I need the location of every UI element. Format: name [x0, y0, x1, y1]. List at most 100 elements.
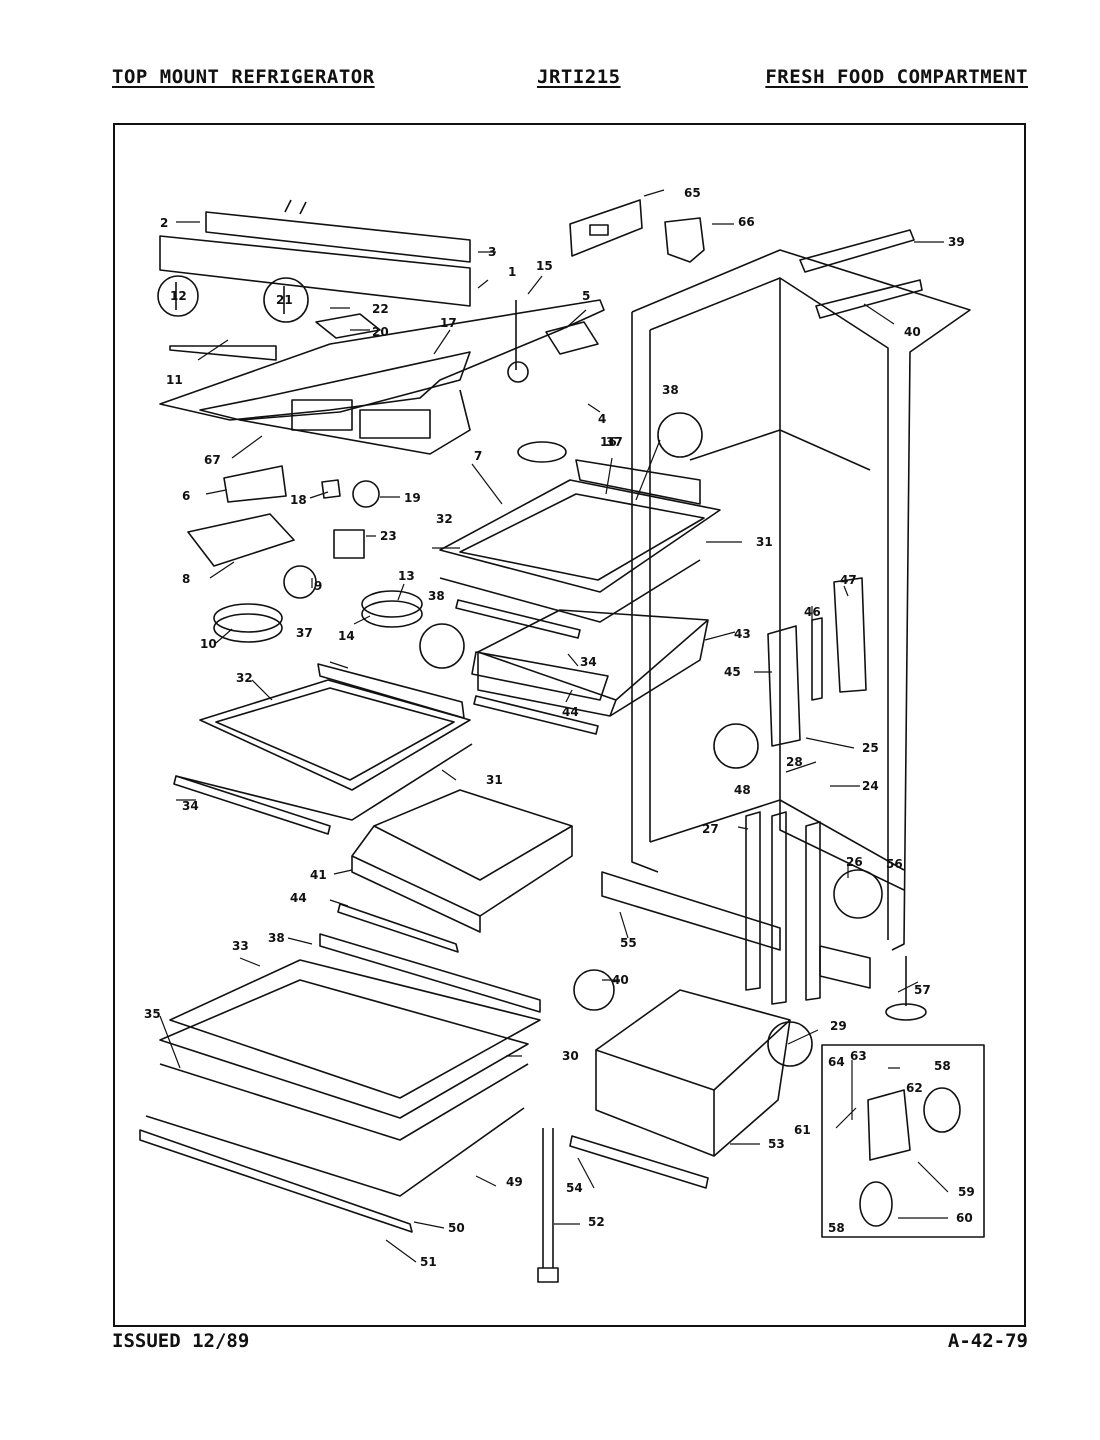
callout-label: 35 [144, 1007, 161, 1021]
callout-label: 14 [338, 629, 355, 643]
callout-label: 47 [840, 573, 857, 587]
callout-label: 56 [886, 857, 903, 871]
callout-label: 16 [600, 435, 617, 449]
callout-label: 54 [566, 1181, 583, 1195]
callout-label: 40 [612, 973, 629, 987]
callout-label: 40 [904, 325, 921, 339]
callout-label: 39 [948, 235, 965, 249]
header-section-title: FRESH FOOD COMPARTMENT [765, 66, 1028, 88]
callout-labels: 1 2 3 4 5 6 7 8 9 10 11 12 13 14 15 16 1… [144, 186, 975, 1269]
callout-label: 34 [182, 799, 199, 813]
callout-label: 52 [588, 1215, 605, 1229]
footer-issue-date: ISSUED 12/89 [112, 1330, 250, 1352]
callout-label: 44 [290, 891, 307, 905]
callout-label: 51 [420, 1255, 437, 1269]
crisper-drawer [569, 989, 791, 1189]
callout-label: 23 [380, 529, 397, 543]
callout-label: 25 [862, 741, 879, 755]
light-switch [664, 217, 705, 263]
callout-label: 1 [508, 265, 516, 279]
callout-label: 4 [598, 412, 606, 426]
ceiling-control-housing [159, 299, 605, 455]
crisper-cover-assembly [139, 933, 541, 1233]
callout-label: 38 [662, 383, 679, 397]
callout-label: 44 [562, 705, 579, 719]
detail-callout-circles-right [419, 412, 883, 1067]
callout-label: 48 [734, 783, 751, 797]
callout-label: 58 [828, 1221, 845, 1235]
detail-callout-circles [157, 275, 309, 323]
callout-label: 66 [738, 215, 755, 229]
callout-label: 53 [768, 1137, 785, 1151]
callout-label: 37 [606, 435, 623, 449]
callout-label: 31 [486, 773, 503, 787]
callout-label: 59 [958, 1185, 975, 1199]
callout-label: 67 [204, 453, 221, 467]
cabinet-liner [631, 249, 971, 951]
roller-assembly-box [821, 1044, 985, 1238]
callout-label: 3 [488, 245, 496, 259]
callout-label: 50 [448, 1221, 465, 1235]
callout-label: 43 [734, 627, 751, 641]
toe-grille-and-rails [537, 811, 871, 1283]
callout-label: 61 [794, 1123, 811, 1137]
callout-label: 19 [404, 491, 421, 505]
meat-pan [471, 609, 709, 717]
mounting-plate [569, 199, 643, 257]
callout-label: 5 [582, 289, 590, 303]
deli-drawer [337, 789, 573, 953]
callout-label: 10 [200, 637, 217, 651]
callout-label: 13 [398, 569, 415, 583]
callout-label: 2 [160, 216, 168, 230]
callout-label: 57 [914, 983, 931, 997]
callout-label: 32 [436, 512, 453, 526]
callout-label: 58 [934, 1059, 951, 1073]
callout-label: 65 [684, 186, 701, 200]
upper-glass-shelf [439, 459, 721, 623]
shelf-support-brackets [767, 577, 867, 747]
callout-label: 28 [786, 755, 803, 769]
callout-label: 8 [182, 572, 190, 586]
callout-label: 27 [702, 822, 719, 836]
callout-label: 55 [620, 936, 637, 950]
callout-label: 62 [906, 1081, 923, 1095]
callout-label: 41 [310, 868, 327, 882]
shelf-trim-strips [173, 599, 599, 835]
callout-label: 49 [506, 1175, 523, 1189]
callout-label: 63 [850, 1049, 867, 1063]
thermostat-and-light-parts [169, 313, 599, 643]
callout-label: 21 [276, 293, 293, 307]
callout-label: 18 [290, 493, 307, 507]
callout-label: 26 [846, 855, 863, 869]
header-product-type: TOP MOUNT REFRIGERATOR [112, 66, 375, 88]
top-trim-strips [799, 229, 923, 319]
callout-label: 64 [828, 1055, 845, 1069]
callout-label: 11 [166, 373, 183, 387]
leader-lines [159, 189, 949, 1263]
callout-label: 31 [756, 535, 773, 549]
middle-glass-shelf [175, 663, 473, 821]
callout-label: 33 [232, 939, 249, 953]
callout-label: 45 [724, 665, 741, 679]
callout-label: 17 [440, 316, 457, 330]
callout-label: 60 [956, 1211, 973, 1225]
header-model-number: JRTI215 [537, 66, 621, 88]
callout-label: 9 [314, 579, 322, 593]
callout-label: 37 [296, 626, 313, 640]
callout-label: 34 [580, 655, 597, 669]
leveling-leg [885, 956, 927, 1021]
callout-label: 38 [268, 931, 285, 945]
callout-label: 24 [862, 779, 879, 793]
callout-label: 20 [372, 325, 389, 339]
top-trim-rail [159, 199, 471, 307]
callout-label: 7 [474, 449, 482, 463]
callout-label: 15 [536, 259, 553, 273]
callout-label: 30 [562, 1049, 579, 1063]
callout-label: 46 [804, 605, 821, 619]
callout-label: 6 [182, 489, 190, 503]
callout-label: 29 [830, 1019, 847, 1033]
callout-label: 38 [428, 589, 445, 603]
callout-label: 12 [170, 289, 187, 303]
footer-document-code: A-42-79 [947, 1330, 1028, 1352]
